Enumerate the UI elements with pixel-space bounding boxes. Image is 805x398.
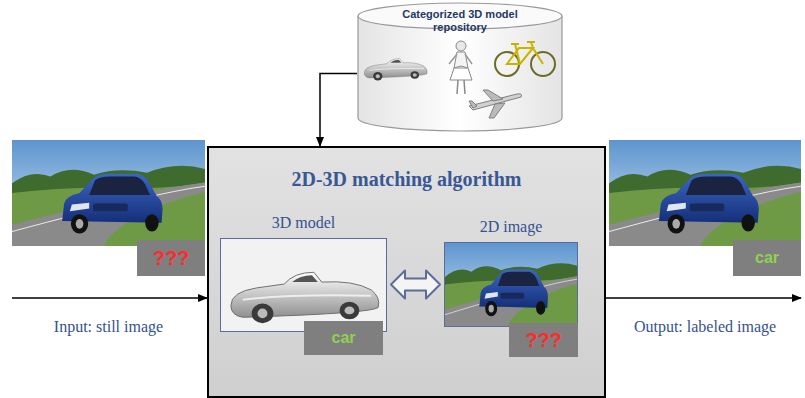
algorithm-box: 2D-3D matching algorithm 3D modelcar 2D im… bbox=[207, 146, 606, 398]
repository-title: Categorized 3D model repository bbox=[390, 8, 530, 34]
flow-arrow bbox=[320, 74, 357, 147]
car-3d-model bbox=[221, 239, 386, 331]
model-frame: 3D modelcar bbox=[220, 238, 387, 332]
image-frame: Output: labeled imagecar bbox=[609, 140, 801, 246]
algorithm-box-fill bbox=[207, 146, 606, 398]
tag-text: ??? bbox=[153, 247, 190, 269]
flow-arrow bbox=[606, 297, 801, 299]
algorithm-title: 2D-3D matching algorithm bbox=[209, 166, 604, 192]
label-tag: car bbox=[304, 321, 383, 355]
label-tag: car bbox=[733, 240, 801, 276]
image-frame: 2D image??? bbox=[444, 242, 578, 327]
image-frame: Input: still image??? bbox=[12, 140, 205, 246]
label-tag: ??? bbox=[509, 323, 578, 357]
panel-heading: 3D model bbox=[201, 213, 406, 232]
repository-cylinder: Categorized 3D model repository bbox=[357, 2, 563, 132]
io-caption: Input: still image bbox=[2, 318, 215, 336]
car-photo bbox=[445, 243, 577, 326]
car-photo bbox=[609, 140, 801, 246]
tag-text: car bbox=[755, 249, 779, 267]
tag-text: car bbox=[331, 329, 355, 347]
io-caption: Output: labeled image bbox=[599, 318, 805, 336]
flow-arrow bbox=[12, 297, 207, 299]
car-photo bbox=[12, 140, 205, 246]
label-tag: ??? bbox=[137, 240, 205, 276]
double-arrow bbox=[391, 271, 440, 299]
panel-heading: 2D image bbox=[425, 217, 597, 236]
tag-text: ??? bbox=[525, 329, 562, 351]
